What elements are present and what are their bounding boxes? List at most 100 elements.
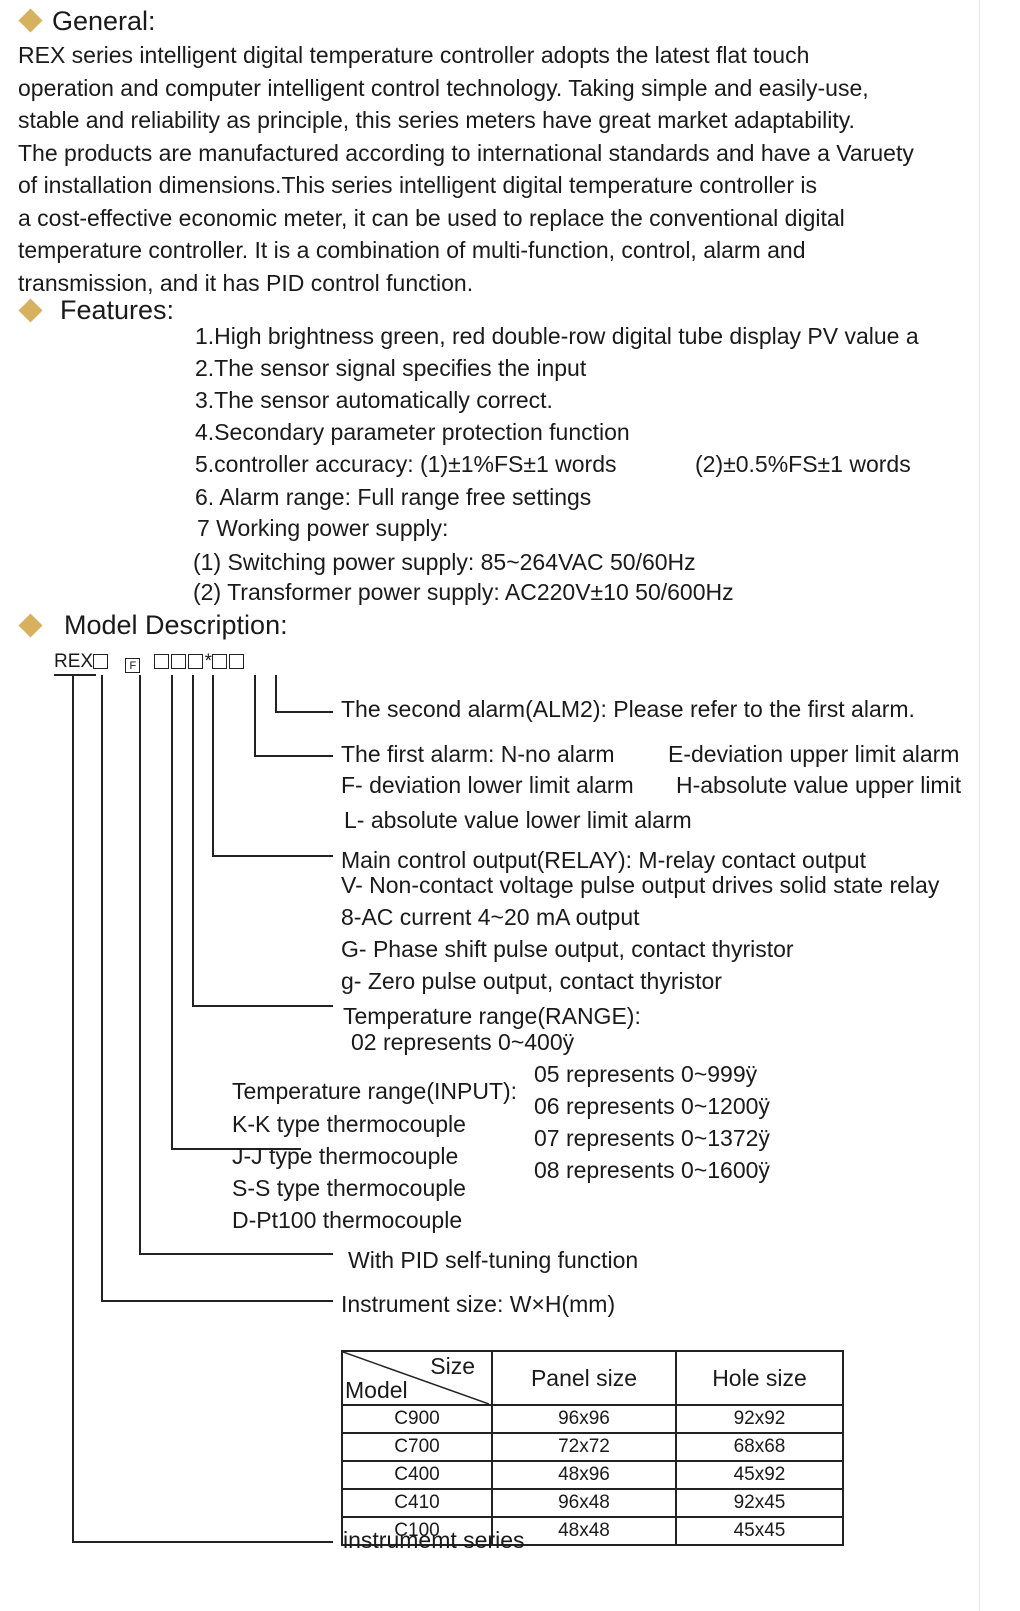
table-row: C400 48x96 45x92	[341, 1460, 844, 1490]
connector-line	[212, 675, 214, 856]
general-line: a cost-effective economic meter, it can …	[18, 204, 845, 231]
input-text: K-K type thermocouple	[232, 1111, 466, 1137]
connector-line	[171, 675, 173, 1149]
alarm2-text: The second alarm(ALM2): Please refer to …	[341, 696, 915, 722]
cell-model: C400	[341, 1460, 493, 1490]
output-text: G- Phase shift pulse output, contact thy…	[341, 936, 794, 962]
size-table: Size Model Panel size Hole size C900 96x…	[341, 1350, 844, 1546]
general-line: temperature controller. It is a combinat…	[18, 237, 806, 263]
range-text: 08 represents 0~1600ÿ	[534, 1157, 770, 1183]
corner-model: Model	[345, 1377, 408, 1403]
cell-hole: 92x45	[675, 1488, 844, 1518]
code-star: *	[204, 651, 213, 672]
general-line: of installation dimensions.This series i…	[18, 172, 817, 198]
col-panel-header: Panel size	[491, 1350, 677, 1406]
cell-panel: 48x48	[491, 1516, 677, 1546]
cell-panel: 96x96	[491, 1404, 677, 1434]
model-heading: Model Description:	[64, 610, 288, 640]
connector-line	[254, 675, 256, 756]
table-row: C700 72x72 68x68	[341, 1432, 844, 1462]
general-line: The products are manufactured according …	[18, 139, 914, 166]
bullet-diamond-icon	[18, 613, 43, 638]
feature-item: (1) Switching power supply: 85~264VAC 50…	[193, 549, 696, 575]
cell-panel: 72x72	[491, 1432, 677, 1462]
code-box-alarm1	[212, 654, 228, 669]
general-line: transmission, and it has PID control fun…	[18, 269, 474, 296]
connector-line	[72, 675, 74, 1542]
cell-model: C700	[341, 1432, 493, 1462]
connector-line	[275, 711, 333, 713]
general-line: REX series intelligent digital temperatu…	[18, 42, 810, 68]
code-underline	[54, 674, 96, 676]
series-text: instrumemt series	[343, 1527, 525, 1553]
diagonal-line	[343, 1352, 489, 1404]
cell-hole: 45x92	[675, 1460, 844, 1490]
alarm1-text: L- absolute value lower limit alarm	[344, 807, 692, 833]
connector-line	[139, 1253, 333, 1255]
size-title: Instrument size: W×H(mm)	[341, 1291, 616, 1317]
feature-item: 5.controller accuracy: (1)±1%FS±1 words	[195, 451, 617, 477]
general-heading: General:	[52, 6, 156, 36]
feature-item: 2.The sensor signal specifies the input	[195, 355, 587, 381]
input-text: J-J type thermocouple	[232, 1143, 459, 1169]
features-heading: Features:	[60, 295, 175, 325]
general-line: stable and reliability as principle, thi…	[18, 107, 855, 133]
model-code: REX F *	[54, 651, 246, 673]
page-edge	[979, 0, 980, 1611]
table-row: C900 96x96 92x92	[341, 1404, 844, 1434]
bullet-diamond-icon	[18, 298, 43, 323]
range-text: Temperature range(RANGE):	[343, 1003, 641, 1029]
code-box-output	[187, 654, 203, 669]
output-text: g- Zero pulse output, contact thyristor	[341, 968, 722, 994]
cell-model: C410	[341, 1488, 493, 1518]
connector-line	[192, 1005, 333, 1007]
code-prefix: REX	[54, 651, 94, 672]
cell-model: C100	[341, 1516, 493, 1546]
general-paragraph: REX series intelligent digital temperatu…	[18, 39, 914, 299]
code-box-size	[93, 654, 109, 669]
feature-item: (2) Transformer power supply: AC220V±10 …	[193, 579, 734, 605]
range-text: 02 represents 0~400ÿ	[351, 1029, 575, 1055]
connector-line	[139, 675, 141, 1254]
alarm1-text: F- deviation lower limit alarm	[341, 772, 634, 798]
input-text: S-S type thermocouple	[232, 1175, 466, 1201]
range-text: 06 represents 0~1200ÿ	[534, 1093, 770, 1119]
feature-item: 6. Alarm range: Full range free settings	[195, 484, 592, 510]
connector-line	[192, 675, 194, 1006]
pid-text: With PID self-tuning function	[348, 1247, 639, 1273]
alarm1-text: E-deviation upper limit alarm	[668, 741, 960, 767]
range-text: 05 represents 0~999ÿ	[534, 1061, 758, 1087]
cell-panel: 48x96	[491, 1460, 677, 1490]
cell-hole: 92x92	[675, 1404, 844, 1434]
feature-item: 1.High brightness green, red double-row …	[195, 323, 919, 349]
code-box-input	[153, 654, 169, 669]
feature-item: 7 Working power supply:	[197, 515, 449, 541]
alarm1-text: The first alarm: N-no alarm	[341, 741, 615, 767]
feature-item: 4.Secondary parameter protection functio…	[195, 419, 630, 445]
table-row: C100 48x48 45x45	[341, 1516, 844, 1546]
corner-size: Size	[430, 1353, 475, 1379]
range-text: 07 represents 0~1372ÿ	[534, 1125, 770, 1151]
cell-panel: 96x48	[491, 1488, 677, 1518]
code-box-f: F	[125, 658, 141, 673]
output-text: V- Non-contact voltage pulse output driv…	[341, 872, 940, 898]
connector-line	[171, 1148, 301, 1150]
code-box-alarm2	[229, 654, 245, 669]
cell-model: C900	[341, 1404, 493, 1434]
feature-accuracy-2: (2)±0.5%FS±1 words	[695, 451, 911, 477]
connector-line	[101, 675, 103, 1301]
table-row: C410 96x48 92x45	[341, 1488, 844, 1518]
cell-hole: 45x45	[675, 1516, 844, 1546]
alarm1-text: H-absolute value upper limit	[676, 772, 962, 798]
input-text: D-Pt100 thermocouple	[232, 1207, 463, 1233]
output-text: Main control output(RELAY): M-relay cont…	[341, 847, 866, 873]
connector-line	[212, 855, 333, 857]
connector-line	[275, 675, 277, 712]
table-header-row: Size Model Panel size Hole size	[341, 1350, 844, 1406]
code-box-range	[170, 654, 186, 669]
output-text: 8-AC current 4~20 mA output	[341, 904, 640, 930]
col-hole-header: Hole size	[675, 1350, 844, 1406]
feature-item: 3.The sensor automatically correct.	[195, 387, 553, 413]
input-text: Temperature range(INPUT):	[232, 1078, 518, 1104]
corner-cell: Size Model	[341, 1350, 493, 1406]
